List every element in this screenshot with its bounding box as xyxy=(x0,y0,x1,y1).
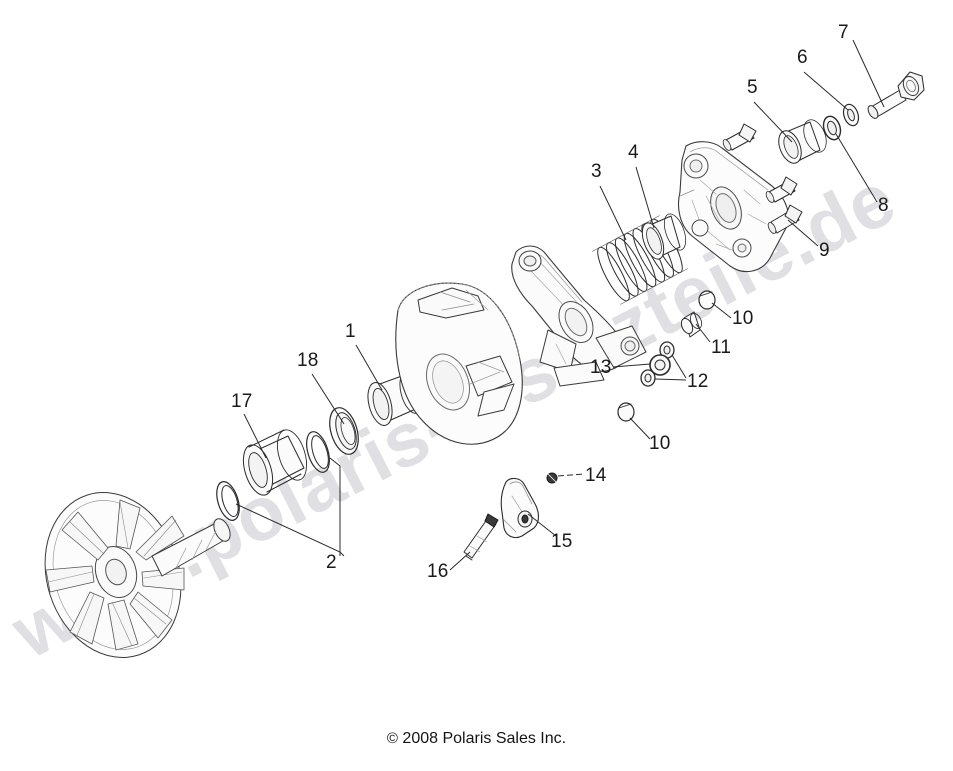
part-10-roller-pin-lower xyxy=(617,402,635,422)
callout-6: 6 xyxy=(797,47,808,68)
part-12-washer-upper xyxy=(659,341,675,359)
part-3-compression-spring xyxy=(592,215,688,305)
leader-17 xyxy=(243,413,267,459)
leader-8 xyxy=(835,133,878,203)
leader-3 xyxy=(599,185,627,241)
part-clutch-cover-casting xyxy=(677,141,789,273)
callout-8: 8 xyxy=(878,195,889,216)
leader-1 xyxy=(355,344,383,391)
part-15-shift-lever-arm xyxy=(500,477,540,539)
callout-16: 16 xyxy=(427,561,449,582)
leader-10a xyxy=(711,302,732,319)
copyright-notice: © 2008 Polaris Sales Inc. xyxy=(0,730,953,748)
copyright-text: 2008 Polaris Sales Inc. xyxy=(402,730,567,747)
part-8-washer-large xyxy=(822,115,842,141)
copyright-symbol: © xyxy=(386,730,398,747)
leader-14 xyxy=(557,473,585,477)
part-17-spacer-bushing xyxy=(242,429,308,496)
callout-9: 9 xyxy=(819,240,830,261)
leader-9 xyxy=(787,219,819,247)
part-18-seal-ring xyxy=(329,407,359,455)
part-clutch-sheave-housing xyxy=(395,245,647,445)
part-clutch-spider xyxy=(511,245,647,387)
part-bolt-middle xyxy=(765,176,798,203)
callout-4: 4 xyxy=(628,142,639,163)
part-2-o-ring-left xyxy=(216,481,240,521)
callout-3: 3 xyxy=(591,161,602,182)
part-9-bolt-flange xyxy=(767,204,803,234)
part-16-roll-pin xyxy=(463,513,499,561)
leader-12b xyxy=(654,378,687,381)
leader-2b xyxy=(329,457,341,556)
leader-16 xyxy=(449,551,471,571)
callout-11: 11 xyxy=(711,337,732,358)
diagram-line-art xyxy=(44,71,925,658)
leader-6 xyxy=(803,71,849,111)
leader-5 xyxy=(753,101,793,143)
part-5-spacer-tube xyxy=(778,119,827,164)
part-bolt-upper xyxy=(722,123,757,151)
callout-14: 14 xyxy=(585,465,607,486)
leader-4 xyxy=(635,166,655,229)
part-fan-impeller xyxy=(44,492,231,658)
leader-13 xyxy=(612,363,651,368)
part-2-o-ring-right xyxy=(306,431,330,473)
part-12-washer-lower xyxy=(640,369,656,387)
callout-18: 18 xyxy=(297,350,319,371)
part-13-flanged-bushing xyxy=(649,354,671,376)
callout-10-lower: 10 xyxy=(649,433,671,454)
part-4-spacer-sleeve xyxy=(641,213,687,260)
callout-2: 2 xyxy=(326,552,337,573)
callout-17: 17 xyxy=(231,391,253,412)
part-10-roller-pin-upper xyxy=(698,290,716,310)
callout-7: 7 xyxy=(838,22,849,43)
leader-11 xyxy=(695,323,711,343)
part-7-flange-bolt-long xyxy=(867,71,925,119)
leader-18 xyxy=(311,373,345,425)
leader-12a xyxy=(671,354,687,379)
leader-lines xyxy=(235,39,885,571)
leader-10b xyxy=(629,417,651,440)
leader-15 xyxy=(527,513,557,537)
callout-1: 1 xyxy=(345,321,356,342)
callout-5: 5 xyxy=(747,77,758,98)
callout-12: 12 xyxy=(687,371,709,392)
leader-7 xyxy=(852,39,885,108)
callout-13: 13 xyxy=(590,357,612,378)
callout-15: 15 xyxy=(551,531,573,552)
callout-10-upper: 10 xyxy=(732,308,754,329)
part-14-screw-small xyxy=(546,472,558,484)
